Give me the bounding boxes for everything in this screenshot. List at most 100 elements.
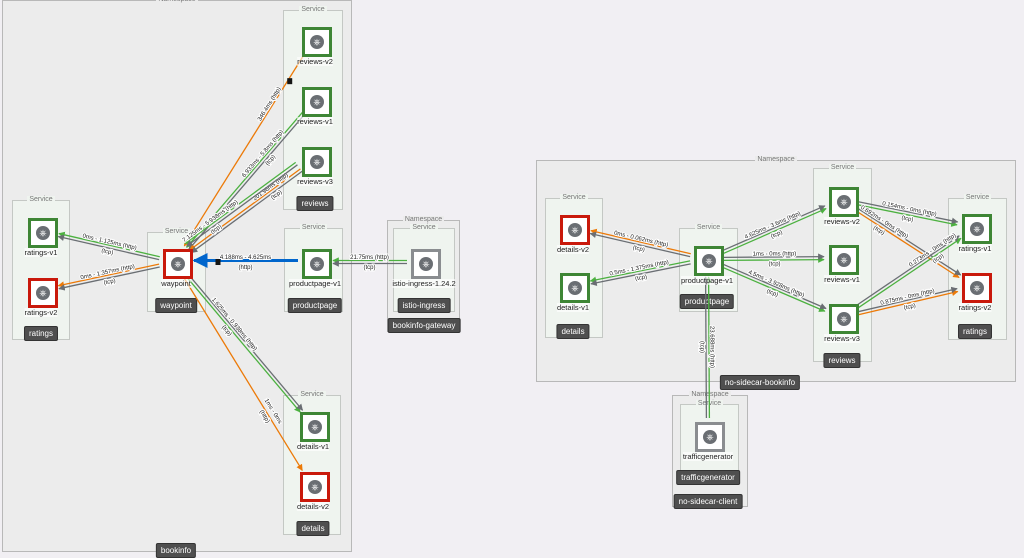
service-box-caption: Service xyxy=(394,223,454,233)
edge[interactable]: 1ms - 0ms(http) xyxy=(183,276,303,472)
workload-node[interactable]: ⎈ xyxy=(695,422,725,452)
namespace-box-caption-text: Namespace xyxy=(755,156,797,163)
kubernetes-icon: ⎈ xyxy=(970,281,984,295)
workload-node[interactable]: ⎈ xyxy=(560,215,590,245)
node-label: productpage-v1 xyxy=(680,276,734,285)
edge-label-tcp: (tcp) xyxy=(103,278,116,286)
service-box-caption-text: Service xyxy=(694,224,723,231)
http-edge-line[interactable] xyxy=(722,207,827,255)
tcp-edge-line[interactable] xyxy=(57,234,160,261)
workload-node[interactable]: ⎈ xyxy=(962,214,992,244)
service-box-label[interactable]: productpage xyxy=(679,294,735,309)
workload-node[interactable]: ⎈ xyxy=(962,273,992,303)
edge-label-tcp: (tcp) xyxy=(364,265,376,271)
service-box[interactable]: Service xyxy=(283,391,341,535)
tcp-edge-line[interactable] xyxy=(723,253,825,260)
http-edge-line[interactable] xyxy=(705,276,712,418)
http-edge-line[interactable] xyxy=(855,209,960,279)
http-edge-line[interactable] xyxy=(58,231,160,258)
node-label: reviews-v3 xyxy=(824,334,860,343)
kubernetes-icon: ⎈ xyxy=(308,480,322,494)
workload-node[interactable]: ⎈ xyxy=(163,249,193,279)
workload-node[interactable]: ⎈ xyxy=(302,27,332,57)
http-edge-line[interactable] xyxy=(183,53,306,247)
namespace-box-label[interactable]: no-sidecar-bookinfo xyxy=(719,375,801,390)
tcp-edge-line[interactable] xyxy=(721,205,826,252)
namespace-box-label[interactable]: bookinfo-gateway xyxy=(387,318,461,333)
http-edge-line[interactable] xyxy=(590,228,691,255)
namespace-box-label[interactable]: no-sidecar-client xyxy=(673,494,743,509)
edge[interactable]: 0.5ms - 1.375ms (http)(tcp) xyxy=(589,259,691,286)
namespace-box-caption-text: Namespace xyxy=(156,0,198,3)
tcp-edge-line[interactable] xyxy=(702,276,709,419)
workload-node[interactable]: ⎈ xyxy=(829,245,859,275)
workload-node[interactable]: ⎈ xyxy=(411,249,441,279)
workload-node[interactable]: ⎈ xyxy=(300,472,330,502)
tcp-edge-line[interactable] xyxy=(856,207,962,276)
edge[interactable]: 4.625ms - 3.6ms (http)(tcp) xyxy=(721,205,827,255)
service-box-label[interactable]: istio-ingress xyxy=(397,298,451,313)
http-edge-line[interactable] xyxy=(184,161,297,245)
service-box-label[interactable]: productpage xyxy=(287,298,343,313)
http-edge-line[interactable] xyxy=(189,168,301,251)
workload-node[interactable]: ⎈ xyxy=(28,218,58,248)
service-box-label[interactable]: waypoint xyxy=(155,298,197,313)
namespace-box-caption: Namespace xyxy=(673,390,747,400)
service-box-label[interactable]: trafficgenerator xyxy=(676,470,740,485)
http-edge-line[interactable] xyxy=(183,276,303,472)
service-box-caption-text: Service xyxy=(963,194,992,201)
edge[interactable]: 1.625ms - 0.938ms (http)(tcp) xyxy=(185,273,304,413)
tcp-edge-line[interactable] xyxy=(190,170,303,254)
service-box-label[interactable]: reviews xyxy=(823,353,861,368)
edge[interactable]: 21.75ms (http)(tcp) xyxy=(332,254,407,272)
http-edge-line[interactable] xyxy=(57,263,160,288)
tcp-edge-line[interactable] xyxy=(186,164,298,247)
tcp-edge-line[interactable] xyxy=(590,263,691,286)
namespace-box-caption-text: Namespace xyxy=(402,216,445,223)
edge[interactable]: 0ms - 1.357ms (http)(tcp) xyxy=(57,263,160,291)
edge[interactable]: 23.688ms (http)(tcp) xyxy=(697,276,716,419)
node-label: details-v1 xyxy=(556,303,590,312)
workload-node[interactable]: ⎈ xyxy=(694,246,724,276)
service-box-label[interactable]: details xyxy=(556,324,590,339)
edge[interactable]: 4.5ms - 3.928ms (http)(tcp) xyxy=(721,263,827,312)
workload-node[interactable]: ⎈ xyxy=(302,249,332,279)
http-edge-line[interactable] xyxy=(858,289,959,316)
workload-node[interactable]: ⎈ xyxy=(829,187,859,217)
namespace-box[interactable]: Namespace xyxy=(536,156,1016,382)
edge[interactable]: 0.875ms - 0ms (http)(tcp) xyxy=(858,286,959,316)
service-box-label[interactable]: ratings xyxy=(957,324,993,339)
http-edge-line[interactable] xyxy=(858,204,958,227)
tcp-edge-line[interactable] xyxy=(187,273,304,411)
edge[interactable]: 346.4ms (http) xyxy=(183,53,306,247)
edge[interactable]: 4.188ms - 4.625ms(http) xyxy=(192,253,298,272)
tcp-edge-line[interactable] xyxy=(858,201,959,224)
workload-node[interactable]: ⎈ xyxy=(560,273,590,303)
tcp-edge-line[interactable] xyxy=(58,266,160,291)
service-box-label[interactable]: reviews xyxy=(296,196,334,211)
tcp-edge-line[interactable] xyxy=(854,235,960,307)
http-edge-line[interactable] xyxy=(856,237,962,310)
edge[interactable]: 0ms - 0.062ms (http)(tcp) xyxy=(589,228,691,258)
service-box-label[interactable]: ratings xyxy=(23,326,59,341)
edge[interactable]: 0ms - 1.125ms (http)(tcp) xyxy=(57,231,160,261)
service-box-label[interactable]: details xyxy=(296,521,330,536)
tcp-edge-line[interactable] xyxy=(858,286,958,313)
workload-node[interactable]: ⎈ xyxy=(302,147,332,177)
workload-node[interactable]: ⎈ xyxy=(300,412,330,442)
edge[interactable]: 1ms - 0ms (http)(tcp) xyxy=(723,250,825,269)
edge[interactable]: 7.125ms - 5.938ms (http)(tcp) xyxy=(181,161,298,247)
workload-node[interactable]: ⎈ xyxy=(28,278,58,308)
http-edge-line[interactable] xyxy=(721,266,826,312)
http-edge-line[interactable] xyxy=(724,256,825,263)
http-edge-line[interactable] xyxy=(186,111,304,248)
workload-node[interactable]: ⎈ xyxy=(302,87,332,117)
http-edge-line[interactable] xyxy=(185,275,301,413)
service-box-caption-text: Service xyxy=(828,164,857,171)
http-edge-line[interactable] xyxy=(589,260,691,284)
tcp-edge-line[interactable] xyxy=(722,263,827,310)
edge-label-http: 6.933ms - 5.8ms (http) xyxy=(241,129,285,179)
tcp-edge-line[interactable] xyxy=(589,231,691,258)
workload-node[interactable]: ⎈ xyxy=(829,304,859,334)
